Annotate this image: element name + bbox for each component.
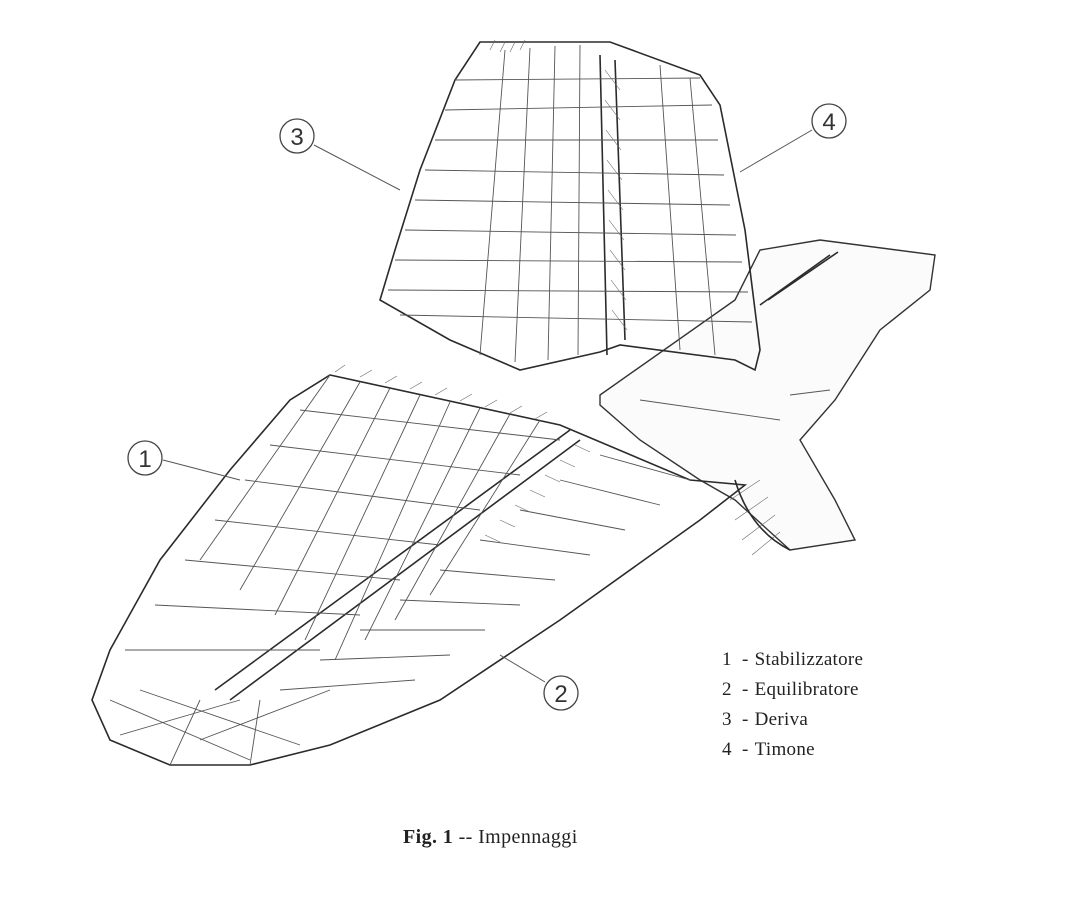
caption-separator: -- — [458, 826, 473, 848]
callout-2: 2 — [499, 654, 579, 711]
legend-item-number: 3 — [722, 709, 732, 730]
legend-item-number: 4 — [722, 739, 732, 760]
caption-title: Impennaggi — [478, 826, 578, 848]
legend-item-label: Stabilizzatore — [754, 649, 864, 670]
legend-item-number: 1 — [722, 649, 732, 670]
legend-item: 1-Stabilizzatore — [722, 645, 863, 675]
callout-3-number: 3 — [290, 124, 303, 151]
legend-item: 4-Timone — [722, 735, 863, 765]
horizontal-tail-frame — [91, 364, 748, 766]
legend-item: 2-Equilibratore — [722, 675, 863, 705]
callout-2-number: 2 — [554, 681, 567, 708]
legend-item-label: Deriva — [754, 709, 809, 730]
legend-item-label: Equilibratore — [754, 679, 859, 700]
legend-item-separator: - — [742, 709, 749, 730]
fuselage-tail-fairing — [599, 239, 936, 556]
legend-item-label: Timone — [754, 739, 815, 760]
callout-4: 4 — [739, 103, 847, 173]
legend-item-number: 2 — [722, 679, 732, 700]
legend-item: 3-Deriva — [722, 705, 863, 735]
legend-item-separator: - — [742, 679, 749, 700]
figure-caption: Fig. 1 -- Impennaggi — [403, 826, 578, 849]
legend-item-separator: - — [742, 739, 749, 760]
callout-1-number: 1 — [138, 446, 151, 473]
legend: 1-Stabilizzatore 2-Equilibratore 3-Deriv… — [722, 645, 863, 765]
callout-1: 1 — [127, 440, 241, 481]
callout-3: 3 — [279, 118, 401, 191]
figure-label: Fig. 1 — [403, 826, 454, 848]
vertical-fin-frame — [379, 39, 761, 372]
callout-4-number: 4 — [822, 109, 835, 136]
legend-item-separator: - — [742, 649, 749, 670]
